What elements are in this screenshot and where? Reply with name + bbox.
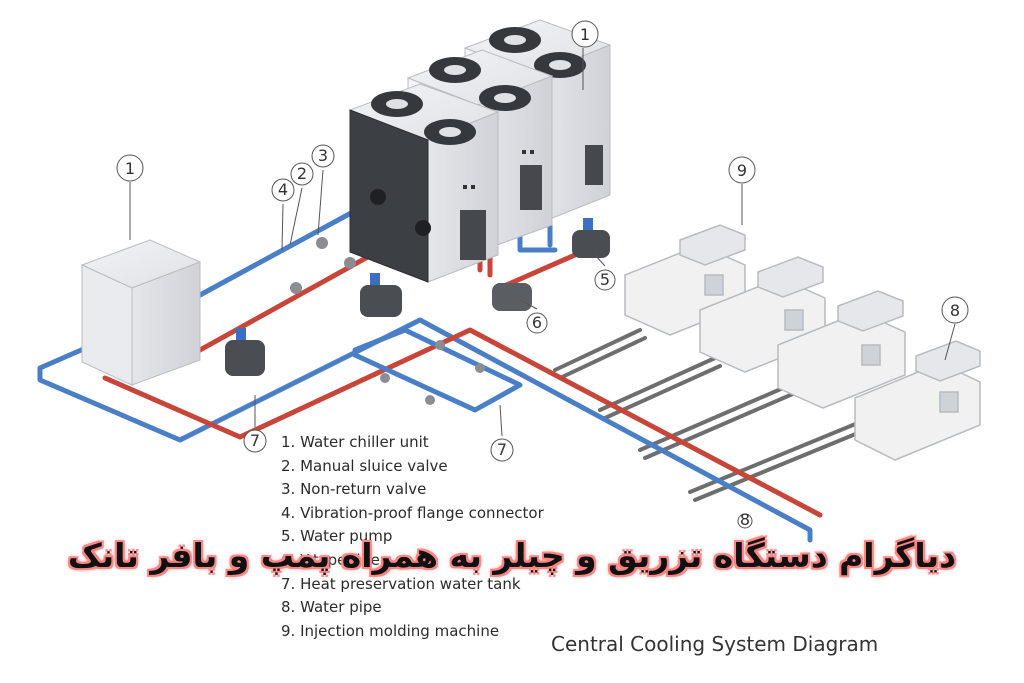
legend-item: 4. Vibration-proof flange connector [281,503,544,522]
legend-item: 8. Water pipe [281,598,382,617]
legend-item: 5. Water pump [281,527,393,546]
callout-1-chiller: 1 [580,25,590,44]
diagram-caption: Central Cooling System Diagram [551,632,879,656]
chiller-unit-front [348,83,500,283]
callouts [116,20,969,529]
legend-item: 1. Water chiller unit [281,433,429,451]
component-legend: 1. Water chiller unit 2. Manual sluice v… [281,431,544,643]
callout-8: 8 [950,301,960,320]
callout-4: 4 [278,180,288,199]
persian-overlay-title: دیاگرام دستگاه تزریق و چیلر به همراه پمپ… [67,536,957,575]
callout-9: 9 [737,161,747,180]
heat-preservation-tank [80,239,202,386]
legend-item: 3. Non-return valve [281,480,427,499]
callout-6: 6 [532,313,542,332]
legend-item: 9. Injection molding machine [281,621,500,640]
callout-3: 3 [318,146,328,165]
injection-machine [777,290,906,409]
callout-7-right: 7 [497,440,507,459]
chiller-units [348,19,612,283]
callout-7-left: 7 [250,431,260,450]
callout-2: 2 [297,164,307,183]
callout-5: 5 [600,270,610,289]
legend-item: 6. Y-type filter [281,550,387,569]
injection-molding-machines [624,224,981,461]
callout-8-small: 8 [740,510,750,529]
pipe-fittings [225,218,610,405]
legend-item: 2. Manual sluice valve [281,456,448,475]
legend-item: 7. Heat preservation water tank [281,574,521,593]
callout-1-tank: 1 [125,159,135,178]
callout-numbers: 1 1 2 3 4 5 6 7 7 8 8 9 [125,25,960,529]
injection-machine [854,340,981,461]
